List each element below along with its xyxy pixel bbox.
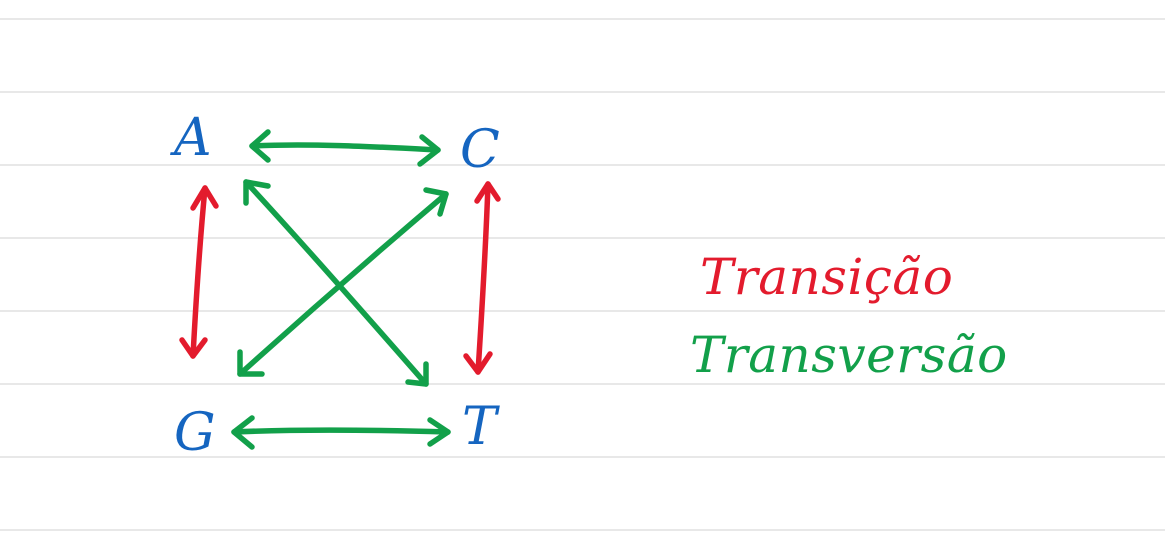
node-g: G xyxy=(174,403,216,463)
transversion-arrows xyxy=(231,129,451,450)
arrow-a-c xyxy=(249,129,441,167)
node-c: C xyxy=(460,120,500,180)
node-a: A xyxy=(170,108,212,168)
legend-transversion: Transversão xyxy=(690,326,1008,384)
arrow-g-t xyxy=(231,415,451,450)
arrow-c-t xyxy=(463,181,501,375)
arrow-c-g xyxy=(237,187,449,377)
arrow-a-t xyxy=(243,179,429,387)
legend: Transição Transversão xyxy=(690,248,1008,384)
transition-arrows xyxy=(179,181,501,375)
arrow-a-g xyxy=(179,185,219,359)
legend-transition: Transição xyxy=(700,248,953,306)
nucleotide-labels: A C G T xyxy=(170,108,500,463)
node-t: T xyxy=(462,397,500,457)
